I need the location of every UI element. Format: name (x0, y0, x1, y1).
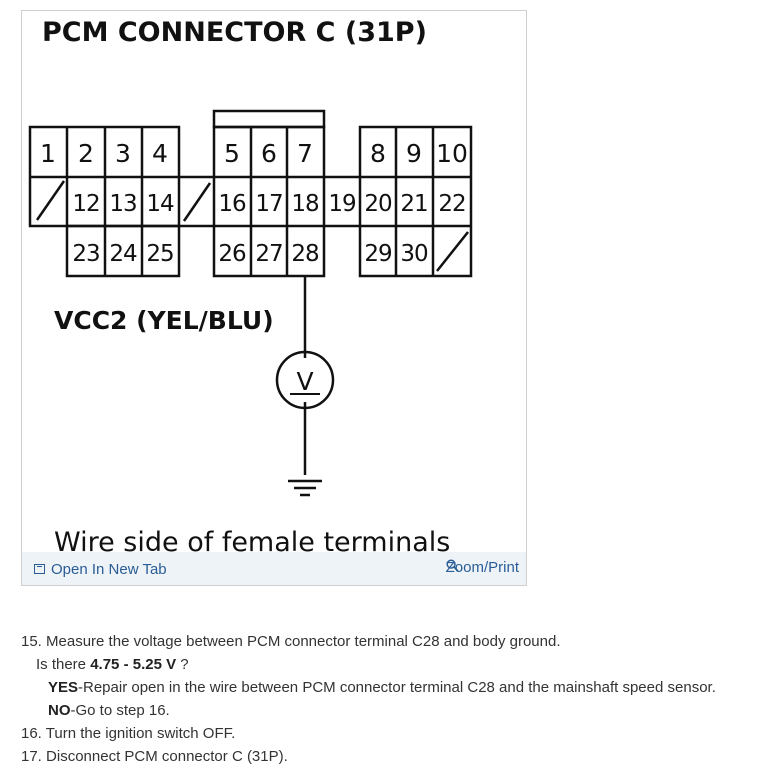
figure-toolbar: Open In New Tab Zoom/Print (22, 552, 526, 585)
pin-label: 17 (255, 191, 282, 217)
pin-label: 28 (291, 241, 319, 267)
pin-row-3: 23 24 25 26 27 28 29 30 (72, 241, 429, 267)
step-17: 17. Disconnect PCM connector C (31P). (21, 745, 761, 768)
question-text: Is there (36, 656, 91, 673)
pin-label: 13 (109, 191, 136, 217)
step-15-question: Is there 4.75 - 5.25 V ? (21, 653, 761, 676)
pin-label: 8 (370, 139, 386, 168)
open-in-new-tab-label: Open In New Tab (51, 561, 167, 578)
pin-label: 20 (364, 191, 392, 217)
pin-label: 12 (72, 191, 99, 217)
step-number: 15. (21, 633, 42, 650)
zoom-print-link[interactable]: Zoom/Print (446, 559, 519, 576)
yes-label: YES (48, 679, 79, 696)
question-mark: ? (176, 656, 189, 673)
step-text: Measure the voltage between PCM connecto… (46, 633, 561, 650)
pin-row-2: 12 13 14 16 17 18 19 20 21 22 (72, 191, 466, 217)
procedure-steps: 15. Measure the voltage between PCM conn… (21, 630, 761, 768)
pin-row-1: 1 2 3 4 5 6 7 8 9 10 (40, 139, 468, 168)
pin-label: 16 (218, 191, 246, 217)
figure-caption: Wire side of female terminals (54, 527, 450, 556)
pin-label: 1 (40, 139, 56, 168)
step-15-no: NO-Go to step 16. (21, 699, 761, 722)
pin-label: 27 (255, 241, 282, 267)
pin-label: 30 (400, 241, 428, 267)
open-in-new-tab-link[interactable]: Open In New Tab (34, 561, 167, 578)
connector-figure: PCM CONNECTOR C (31P) (21, 10, 527, 586)
figure-title: PCM CONNECTOR C (31P) (42, 17, 427, 48)
wire-label: VCC2 (YEL/BLU) (54, 306, 274, 335)
pin-label: 6 (261, 139, 277, 168)
connector-outline (28, 109, 473, 497)
zoom-print-label: Zoom/Print (445, 559, 519, 576)
pin-label: 26 (218, 241, 246, 267)
pin-label: 18 (291, 191, 319, 217)
step-text: Turn the ignition switch OFF. (45, 725, 236, 742)
pin-label: 29 (364, 241, 392, 267)
pin-label: 21 (400, 191, 427, 217)
pin-label: 7 (297, 139, 313, 168)
no-text: -Go to step 16. (70, 702, 170, 719)
pin-label: 10 (436, 139, 468, 168)
pin-label: 9 (406, 139, 422, 168)
new-tab-icon (34, 564, 45, 574)
connector-diagram: PCM CONNECTOR C (31P) (28, 17, 473, 556)
no-label: NO (48, 702, 71, 719)
voltmeter-symbol: V (296, 367, 313, 396)
pin-label: 24 (109, 241, 137, 267)
pin-label: 25 (146, 241, 173, 267)
pin-label: 14 (146, 191, 174, 217)
pin-label: 3 (115, 139, 131, 168)
step-number: 16. (21, 725, 42, 742)
yes-text: -Repair open in the wire between PCM con… (78, 679, 716, 696)
voltmeter-icon: V (290, 367, 320, 396)
pin-label: 23 (72, 241, 99, 267)
pin-label: 5 (224, 139, 240, 168)
step-number: 17. (21, 748, 42, 765)
magnifier-icon (446, 559, 459, 572)
pin-label: 2 (78, 139, 94, 168)
step-16: 16. Turn the ignition switch OFF. (21, 722, 761, 745)
voltage-range: 4.75 - 5.25 V (90, 656, 177, 673)
pin-label: 19 (328, 191, 356, 217)
step-15-yes: YES-Repair open in the wire between PCM … (21, 676, 761, 699)
pin-label: 22 (438, 191, 465, 217)
step-text: Disconnect PCM connector C (31P). (46, 748, 288, 765)
pin-label: 4 (152, 139, 168, 168)
step-15: 15. Measure the voltage between PCM conn… (21, 630, 761, 653)
